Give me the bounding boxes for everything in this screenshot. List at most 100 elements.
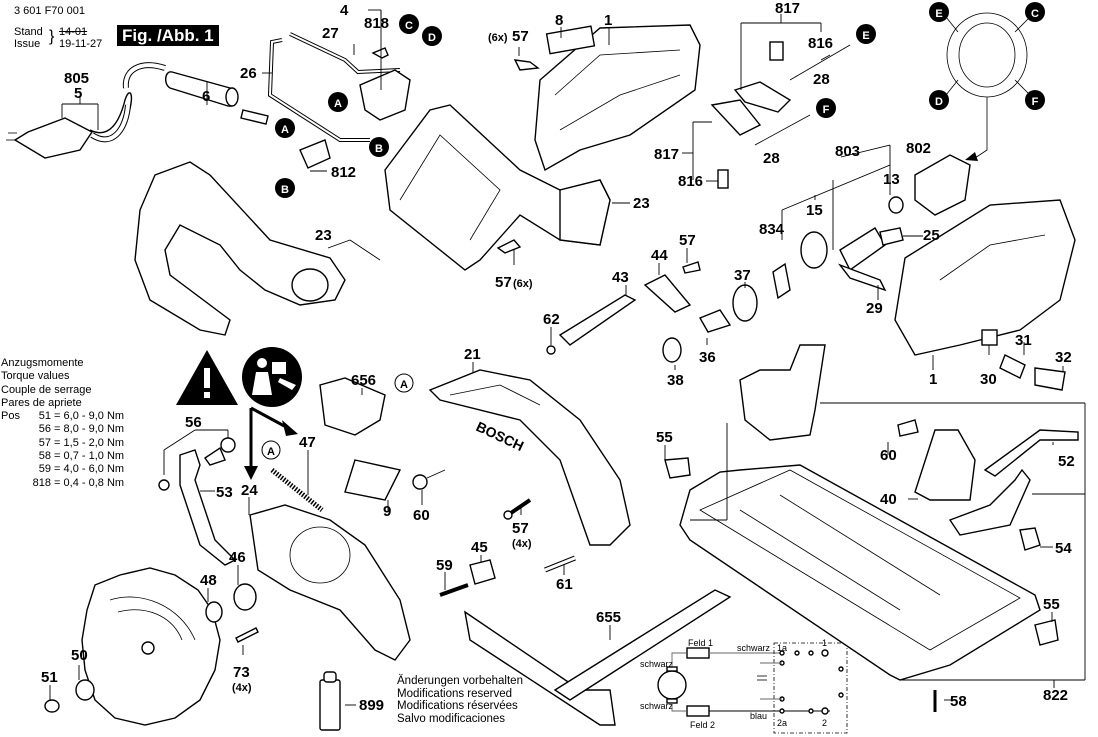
label-53: 53 (216, 484, 233, 501)
label-qty: (4x) (232, 682, 252, 694)
label-59: 59 (436, 557, 453, 574)
lever-656 (319, 377, 386, 436)
handle-23 (134, 161, 381, 336)
label-qty: (6x) (488, 32, 508, 44)
torque-row: 818 = 0,4 - 0,8 Nm (32, 476, 125, 489)
wire-label-schwarz: schwarz (737, 643, 771, 653)
label-30: 30 (980, 371, 997, 388)
housing-half-23 (384, 104, 630, 271)
label-37: 37 (734, 267, 751, 284)
label-27: 27 (322, 25, 339, 42)
spring-47 (270, 450, 324, 512)
svg-text:D: D (935, 96, 943, 108)
label-23: 23 (633, 195, 650, 212)
connector-a-outline: A (261, 440, 281, 460)
label-50: 50 (71, 647, 88, 664)
connector-d-badge: D (422, 26, 442, 46)
terminal-1: 1 (822, 638, 827, 648)
blade-guard: BOSCH (428, 362, 631, 546)
label-817: 817 (654, 146, 679, 163)
armature (772, 144, 1076, 391)
label-9: 9 (383, 503, 391, 520)
label-25: 25 (923, 227, 940, 244)
label-57: 57 (679, 232, 696, 249)
svg-text:D: D (428, 32, 436, 44)
label-40: 40 (880, 491, 897, 508)
brand-mark: BOSCH (474, 418, 527, 454)
label-73: 73 (233, 664, 250, 681)
torque-row: 57 = 1,5 - 2,0 Nm (38, 436, 125, 449)
label-55: 55 (656, 429, 673, 446)
torque-title-fr: Couple de serrage (1, 383, 92, 396)
lever-53 (158, 429, 237, 566)
label-6: 6 (202, 88, 210, 105)
svg-text:A: A (400, 379, 408, 391)
label-5: 5 (74, 85, 82, 102)
old-date: 14-01 (59, 26, 88, 38)
label-28: 28 (763, 150, 780, 167)
connector-badges: C D A A B B E F E C D F A A (261, 2, 1045, 460)
svg-text:F: F (1032, 96, 1039, 108)
torque-table: Anzugsmomente Torque values Couple de se… (1, 357, 124, 490)
wire-label-schwarz: schwarz (640, 659, 674, 669)
label-62: 62 (543, 311, 560, 328)
label-23: 23 (315, 227, 332, 244)
label-26: 26 (240, 65, 257, 82)
label-818: 818 (364, 15, 389, 32)
svg-text:B: B (375, 143, 383, 155)
label-28: 28 (813, 71, 830, 88)
label-32: 32 (1055, 349, 1072, 366)
terminal-2: 2 (822, 718, 827, 728)
label-899: 899 (359, 697, 384, 714)
connector-b-badge: B (369, 137, 389, 157)
torque-row: 58 = 0,7 - 1,0 Nm (38, 450, 125, 463)
stator-ring (945, 12, 1031, 161)
label-36: 36 (699, 349, 716, 366)
connector-e-badge: E (856, 24, 876, 44)
lower-guard-24 (248, 497, 411, 661)
label-56: 56 (185, 414, 202, 431)
wire-label-feld2: Feld 2 (690, 720, 715, 730)
screws-and-pins (439, 498, 576, 597)
label-57: 57 (512, 520, 529, 537)
terminal-2a: 2a (777, 718, 787, 728)
label-60: 60 (413, 507, 430, 524)
label-21: 21 (464, 346, 481, 363)
label-656: 656 (351, 372, 376, 389)
issue-label: Issue (14, 38, 41, 50)
label-802: 802 (906, 140, 931, 157)
torque-title-de: Anzugsmomente (1, 357, 84, 369)
label-43: 43 (612, 269, 629, 286)
torque-row: 56 = 8,0 - 9,0 Nm (38, 423, 125, 436)
label-816: 816 (808, 35, 833, 52)
brace: } (49, 28, 55, 45)
label-822: 822 (1043, 687, 1068, 704)
connector-a-badge: A (275, 118, 295, 138)
label-51: 51 (41, 669, 58, 686)
svg-text:F: F (823, 104, 830, 116)
label-60: 60 (880, 447, 897, 464)
power-cord (6, 62, 269, 159)
label-817: 817 (775, 0, 800, 17)
connector-f-badge: F (1025, 90, 1045, 110)
svg-text:E: E (935, 8, 942, 20)
label-803: 803 (835, 143, 860, 160)
label-qty: (6x) (513, 278, 533, 290)
part-labels: 805 5 6 26 27 4 818 812 23 23 8 1 (6x) 5… (41, 0, 1075, 714)
connector-c-badge: C (1025, 2, 1045, 22)
torque-title-es: Pares de apriete (1, 396, 82, 409)
base-plate (664, 344, 1086, 712)
modifications-note: Änderungen vorbehalten Modifications res… (397, 675, 523, 726)
label-1: 1 (929, 371, 937, 388)
label-54: 54 (1055, 540, 1072, 557)
rip-fence-655 (464, 589, 732, 726)
label-816: 816 (678, 173, 703, 190)
label-812: 812 (331, 164, 356, 181)
svg-text:A: A (267, 446, 275, 458)
arrows (244, 406, 298, 480)
label-48: 48 (200, 572, 217, 589)
label-47: 47 (299, 434, 316, 451)
label-29: 29 (866, 300, 883, 317)
issue-date: 19-11-27 (59, 38, 103, 50)
